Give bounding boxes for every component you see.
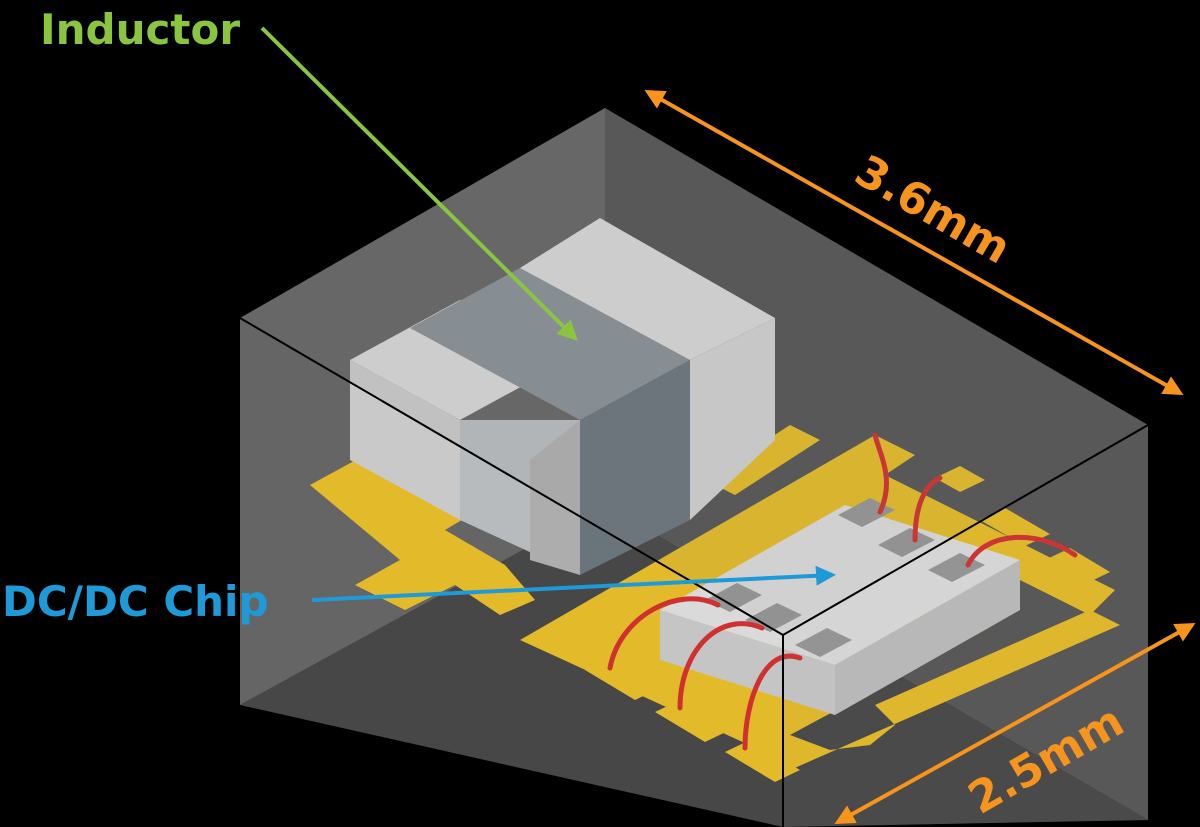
chip-die-front [660,610,835,715]
lead-pin-4 [935,466,985,492]
inductor-label: Inductor [40,5,240,54]
lead-pin-1 [585,658,660,700]
lead-pin-3 [725,740,800,782]
chip-label: DC/DC Chip [2,577,269,626]
lead-pin-6 [1045,548,1110,584]
bond-wire-5 [677,621,765,711]
inductor-top-middle [410,268,690,420]
length-dimension-arrow [644,90,1184,395]
inductor-left-shade [530,420,580,575]
inductor-front-dark [580,360,690,575]
bond-wire-6 [742,653,803,751]
bond-wire-1 [872,432,889,515]
lead-pin-2 [655,700,730,742]
inductor-front-left-cap [350,360,460,520]
package-front-left-face [240,318,783,827]
bond-wire-2 [912,475,943,543]
bond-wire-3 [965,534,1078,568]
inductor-pad-left [310,455,535,615]
inductor-callout-arrow [260,26,578,341]
width-dimension-arrow [834,623,1196,824]
chip-callout-arrow [311,565,836,602]
bond-pad-2 [878,528,935,557]
bond-wire-4 [607,596,721,671]
